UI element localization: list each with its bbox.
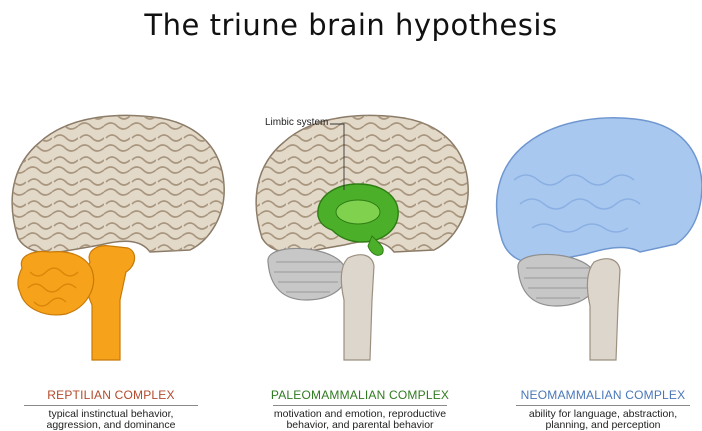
reptilian-caption: REPTILIAN COMPLEX typical instinctual be…	[6, 388, 216, 431]
cerebellum-paleomammalian	[268, 249, 346, 301]
reptilian-heading: REPTILIAN COMPLEX	[6, 388, 216, 402]
paleomammalian-desc-line2: behavior, and parental behavior	[255, 420, 465, 431]
paleomammalian-caption: PALEOMAMMALIAN COMPLEX motivation and em…	[255, 388, 465, 431]
cortex-reptilian	[12, 115, 224, 252]
neomammalian-heading: NEOMAMMALIAN COMPLEX	[498, 388, 702, 402]
brain-neomammalian	[497, 118, 702, 360]
neocortex	[497, 118, 702, 263]
limbic-system-label: Limbic system	[265, 117, 328, 128]
brainstem-neomammalian	[587, 259, 620, 360]
neomammalian-divider	[516, 405, 690, 406]
reptilian-desc-line2: aggression, and dominance	[6, 420, 216, 431]
neomammalian-caption: NEOMAMMALIAN COMPLEX ability for languag…	[498, 388, 702, 431]
brain-paleomammalian	[256, 115, 468, 360]
brain-reptilian	[12, 115, 224, 360]
paleomammalian-heading: PALEOMAMMALIAN COMPLEX	[255, 388, 465, 402]
cerebellum-neomammalian	[518, 255, 596, 307]
brainstem-paleomammalian	[341, 255, 374, 360]
paleomammalian-divider	[273, 405, 447, 406]
reptilian-divider	[24, 405, 198, 406]
neomammalian-desc-line2: planning, and perception	[498, 420, 702, 431]
reptilian-brainstem	[18, 246, 135, 360]
